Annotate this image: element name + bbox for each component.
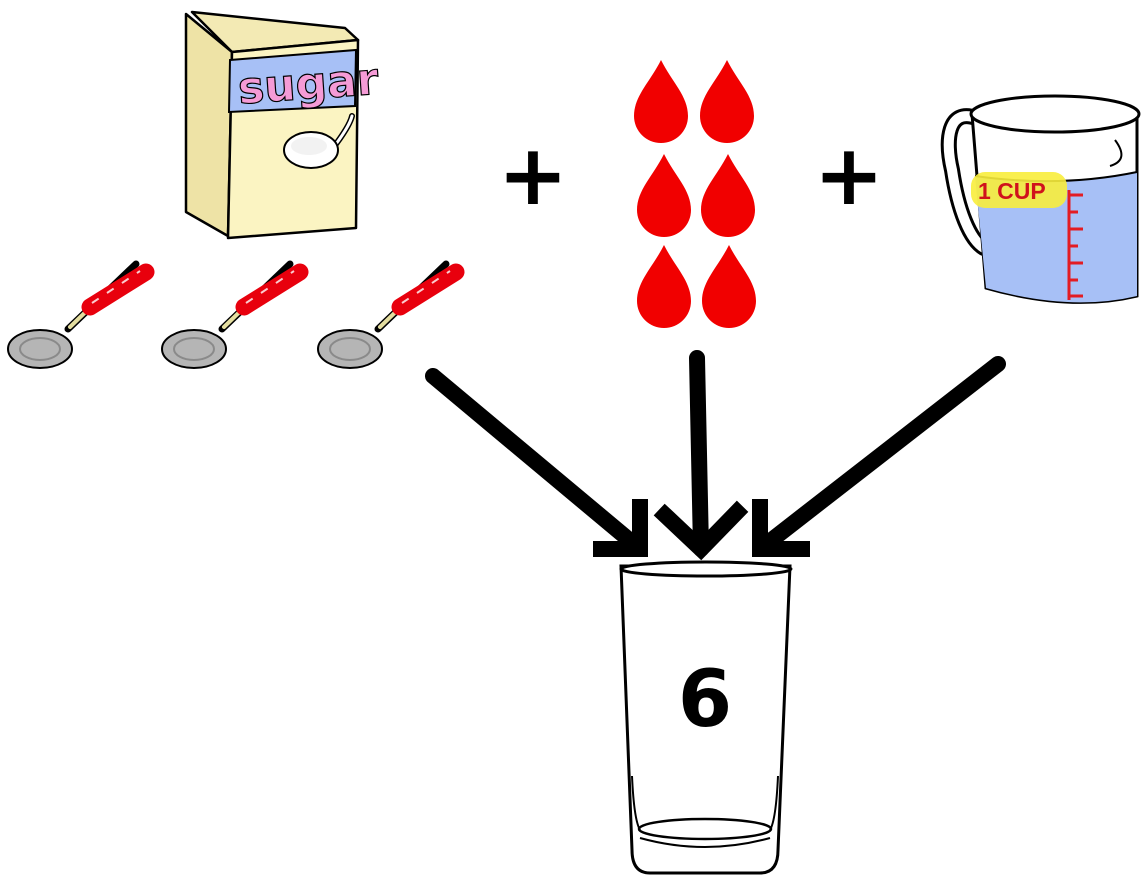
spoon-handle xyxy=(81,263,155,316)
spoon-handle xyxy=(235,263,309,316)
arrow-icon xyxy=(425,368,648,557)
cup-label-highlight xyxy=(971,172,1067,208)
drops-group xyxy=(634,60,756,328)
red-drop-icon xyxy=(702,245,756,328)
red-drop-icon xyxy=(701,154,755,237)
red-drop-icon xyxy=(634,60,688,143)
cup-scale xyxy=(1067,190,1083,300)
glass-number: 6 xyxy=(678,655,732,745)
spoon-handle xyxy=(391,263,465,316)
teaspoon-icon xyxy=(161,260,309,369)
red-drop-icon xyxy=(637,154,691,237)
sugar-label-band xyxy=(227,48,358,114)
plus-sign-1: + xyxy=(498,126,568,224)
red-drop-icon xyxy=(700,60,754,143)
measuring-cup-icon: 1 CUP xyxy=(940,94,1141,304)
spoon-3 xyxy=(317,260,465,369)
red-drop-icon xyxy=(637,245,691,328)
teaspoon-icon xyxy=(317,260,465,369)
arrow-icon xyxy=(653,350,749,561)
teaspoon-icon xyxy=(7,260,155,369)
arrows-group xyxy=(425,350,1006,561)
arrow-icon xyxy=(752,356,1006,557)
spoon-1 xyxy=(7,260,155,369)
sugar-bag-icon: sugar xyxy=(184,10,381,240)
sugar-label: sugar xyxy=(236,54,380,115)
cup-measure-label: 1 CUP xyxy=(978,178,1046,204)
spoon-2 xyxy=(161,260,309,369)
drinking-glass-icon: 6 xyxy=(619,560,793,875)
plus-sign-2: + xyxy=(814,126,884,224)
